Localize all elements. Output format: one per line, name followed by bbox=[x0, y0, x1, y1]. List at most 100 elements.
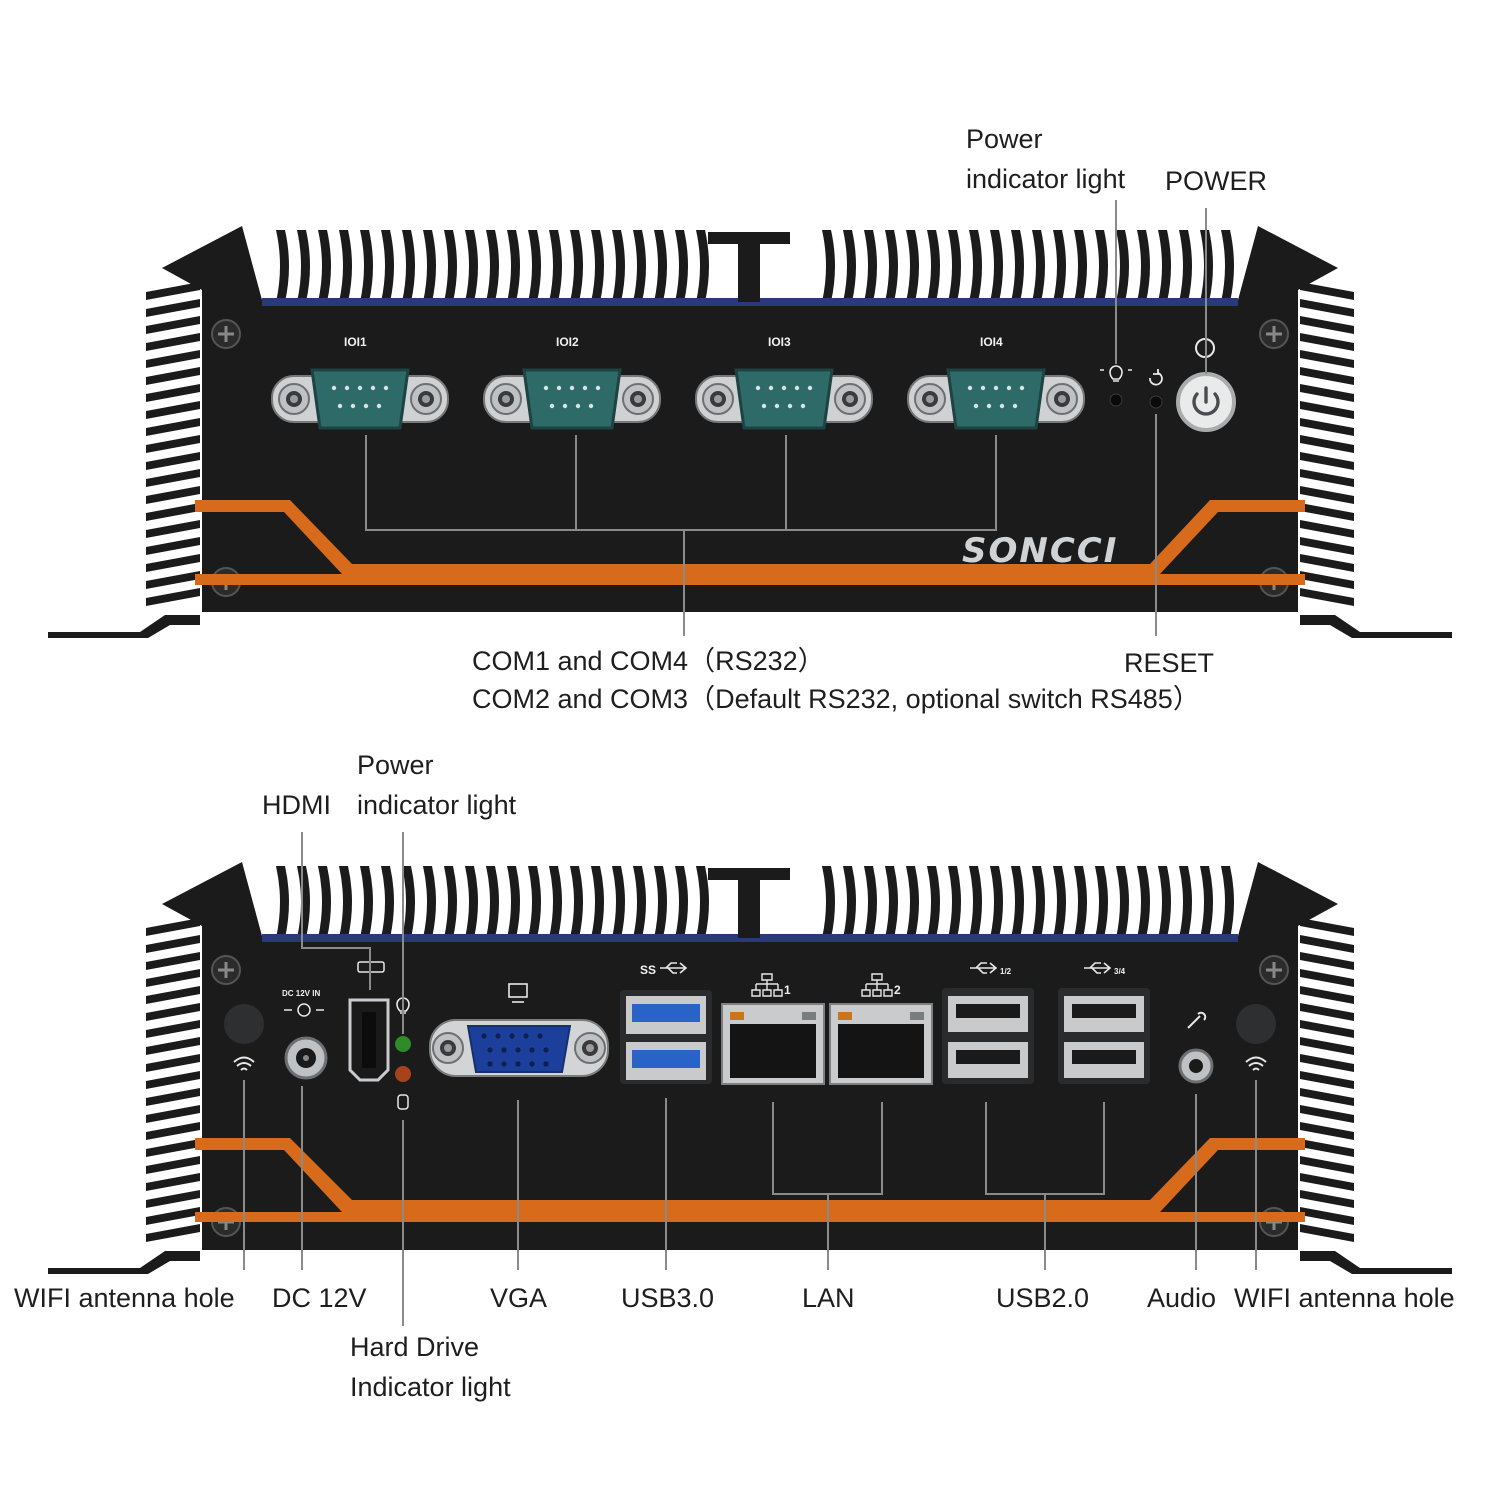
heatsink-fin bbox=[381, 866, 394, 938]
heatsink-fin bbox=[465, 230, 478, 302]
heatsink-fin bbox=[1300, 418, 1354, 436]
heatsink-fin bbox=[146, 333, 200, 351]
brand-logo: SONCCI bbox=[962, 531, 1118, 571]
label-audio: Audio bbox=[1147, 1283, 1216, 1313]
heatsink-fin bbox=[339, 230, 352, 302]
heatsink-fin bbox=[1053, 230, 1066, 302]
heatsink-fin bbox=[1137, 230, 1150, 302]
db9-serial-port[interactable]: IOI1 bbox=[271, 335, 449, 430]
heatsink-fin bbox=[1300, 554, 1354, 572]
heatsink-fin bbox=[146, 571, 200, 589]
heatsink-fin bbox=[1074, 230, 1087, 302]
heatsink-fin bbox=[1137, 866, 1150, 938]
heatsink-fin bbox=[1300, 1173, 1354, 1191]
serial-port-glyph: IOI2 bbox=[556, 335, 579, 349]
heatsink-fin bbox=[1300, 588, 1354, 606]
usb-b-marking: 3/4 bbox=[1114, 967, 1126, 976]
usb2-ports-b[interactable]: 3/4 bbox=[1058, 962, 1150, 1084]
label-usb3: USB3.0 bbox=[621, 1283, 714, 1313]
label-rear-power-indicator-line1: Power bbox=[357, 750, 434, 780]
heatsink-fin bbox=[1300, 316, 1354, 334]
heatsink-fin bbox=[1300, 333, 1354, 351]
heatsink-fin bbox=[146, 486, 200, 504]
dc-power-jack[interactable]: DC 12V IN bbox=[282, 989, 328, 1080]
mounting-flange-right bbox=[1300, 615, 1452, 638]
heatsink-fin bbox=[146, 1207, 200, 1225]
reset-icon bbox=[1149, 369, 1163, 386]
label-lan: LAN bbox=[802, 1283, 855, 1313]
heatsink-fin bbox=[675, 230, 688, 302]
label-hdd-line2: Indicator light bbox=[350, 1372, 511, 1402]
heatsink-fin bbox=[1095, 230, 1108, 302]
heatsink-fin bbox=[885, 230, 898, 302]
heatsink-fin bbox=[1300, 986, 1354, 1004]
heatsink-fin bbox=[146, 435, 200, 453]
heatsink-fin bbox=[146, 918, 200, 936]
heatsink-fin bbox=[381, 230, 394, 302]
heatsink-fin bbox=[507, 230, 520, 302]
heatsink-fin bbox=[1300, 952, 1354, 970]
heatsink-fin bbox=[146, 367, 200, 385]
lan-port-1[interactable]: 1 bbox=[721, 973, 825, 1085]
mounting-bracket bbox=[708, 868, 790, 938]
wifi-antenna-hole-left bbox=[224, 1004, 264, 1071]
label-usb2: USB2.0 bbox=[996, 1283, 1089, 1313]
heatsink-fin bbox=[146, 1054, 200, 1072]
heatsink-fin bbox=[591, 866, 604, 938]
heatsink-fin bbox=[612, 230, 625, 302]
heatsink-fin bbox=[402, 866, 415, 938]
heatsink-fin bbox=[146, 452, 200, 470]
lan-port-2[interactable]: 2 bbox=[829, 973, 933, 1085]
heatsink-fin bbox=[1300, 1003, 1354, 1021]
heatsink-fin bbox=[927, 866, 940, 938]
db9-serial-port[interactable]: IOI4 bbox=[907, 335, 1085, 430]
heatsink-fin bbox=[1221, 230, 1234, 302]
heatsink-fin bbox=[146, 282, 200, 300]
usb2-ports-a[interactable]: 1/2 bbox=[942, 962, 1034, 1084]
heatsink-fin bbox=[146, 952, 200, 970]
heatsink-fin bbox=[1200, 866, 1213, 938]
heatsink-fin bbox=[885, 866, 898, 938]
heatsink-fin bbox=[1300, 1224, 1354, 1242]
screw-icon bbox=[1258, 318, 1290, 350]
dc-in-marking: DC 12V IN bbox=[282, 989, 320, 998]
heatsink-fin bbox=[1158, 230, 1171, 302]
serial-port-glyph: IOI1 bbox=[344, 335, 367, 349]
label-hdmi: HDMI bbox=[262, 790, 331, 820]
mounting-flange-left bbox=[48, 1251, 200, 1274]
audio-jack[interactable] bbox=[1178, 1011, 1214, 1084]
hdmi-port[interactable] bbox=[348, 961, 390, 1082]
heatsink-fin bbox=[1300, 350, 1354, 368]
heatsink-fin bbox=[1300, 1020, 1354, 1038]
label-power-indicator-line2: indicator light bbox=[966, 164, 1126, 194]
usb-icon bbox=[660, 962, 688, 974]
heatsink-fin bbox=[1300, 282, 1354, 300]
heatsink-fin bbox=[1300, 1105, 1354, 1123]
leader-lan bbox=[772, 1102, 883, 1270]
heatsink-fin bbox=[146, 299, 200, 317]
db9-serial-port[interactable]: IOI3 bbox=[695, 335, 873, 430]
vga-port[interactable] bbox=[429, 983, 609, 1077]
heatsink-fin bbox=[1011, 866, 1024, 938]
reset-button[interactable] bbox=[1149, 369, 1163, 409]
heatsink-fin bbox=[612, 866, 625, 938]
heatsink-fin bbox=[654, 230, 667, 302]
usb3-ports[interactable]: SS bbox=[620, 962, 712, 1084]
heatsink-fin bbox=[146, 554, 200, 572]
heatsink-fin bbox=[1300, 1071, 1354, 1089]
heatsink-fin bbox=[146, 1105, 200, 1123]
heatsink-fin bbox=[549, 866, 562, 938]
heatsink-fin bbox=[360, 866, 373, 938]
leader-com bbox=[365, 435, 997, 636]
heatsink-fin bbox=[1300, 918, 1354, 936]
heatsink-fin bbox=[1032, 866, 1045, 938]
heatsink-fin bbox=[1300, 1190, 1354, 1208]
heatsink-fin bbox=[906, 230, 919, 302]
hard-drive-indicator-light bbox=[395, 1066, 411, 1110]
heatsink-fin bbox=[486, 866, 499, 938]
label-com-line2: COM2 and COM3（Default RS232, optional sw… bbox=[472, 684, 1200, 714]
heatsink-fin bbox=[146, 986, 200, 1004]
db9-serial-port[interactable]: IOI2 bbox=[483, 335, 661, 430]
heatsink-fin bbox=[696, 866, 709, 938]
label-hdd-line1: Hard Drive bbox=[350, 1332, 479, 1362]
